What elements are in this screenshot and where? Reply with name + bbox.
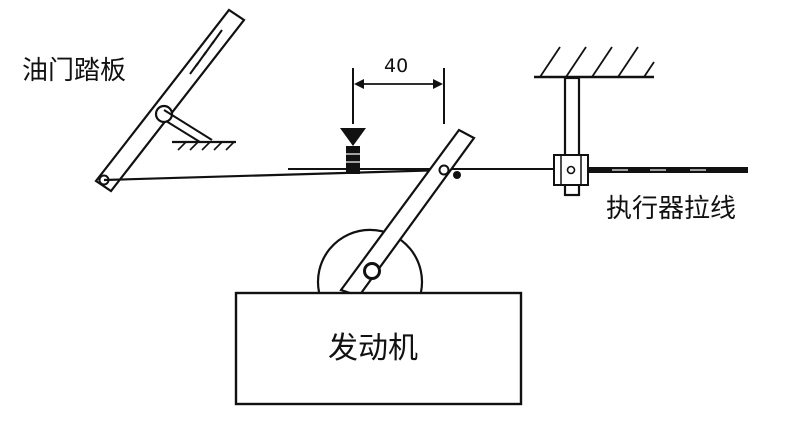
actuator-cable-label: 执行器拉线: [606, 194, 737, 224]
pedal-cable: [103, 168, 446, 182]
stop-block: [340, 128, 366, 174]
dimension-40: [352, 68, 445, 124]
pedal-hatch: [189, 29, 223, 75]
pedal-support: [154, 104, 236, 151]
pedal-lever: [94, 8, 246, 193]
dimension-label: 40: [384, 55, 409, 77]
engine-label: 发动机: [328, 331, 418, 366]
throttle-cable-pin: [438, 164, 450, 176]
throttle-pivot: [363, 262, 381, 280]
pedal-label: 油门踏板: [22, 56, 127, 86]
actuator-mount: [534, 46, 655, 197]
throttle-cable-pin-2: [453, 171, 461, 179]
engine-block: [234, 291, 523, 406]
engine-throttle-assembly: [316, 128, 476, 298]
